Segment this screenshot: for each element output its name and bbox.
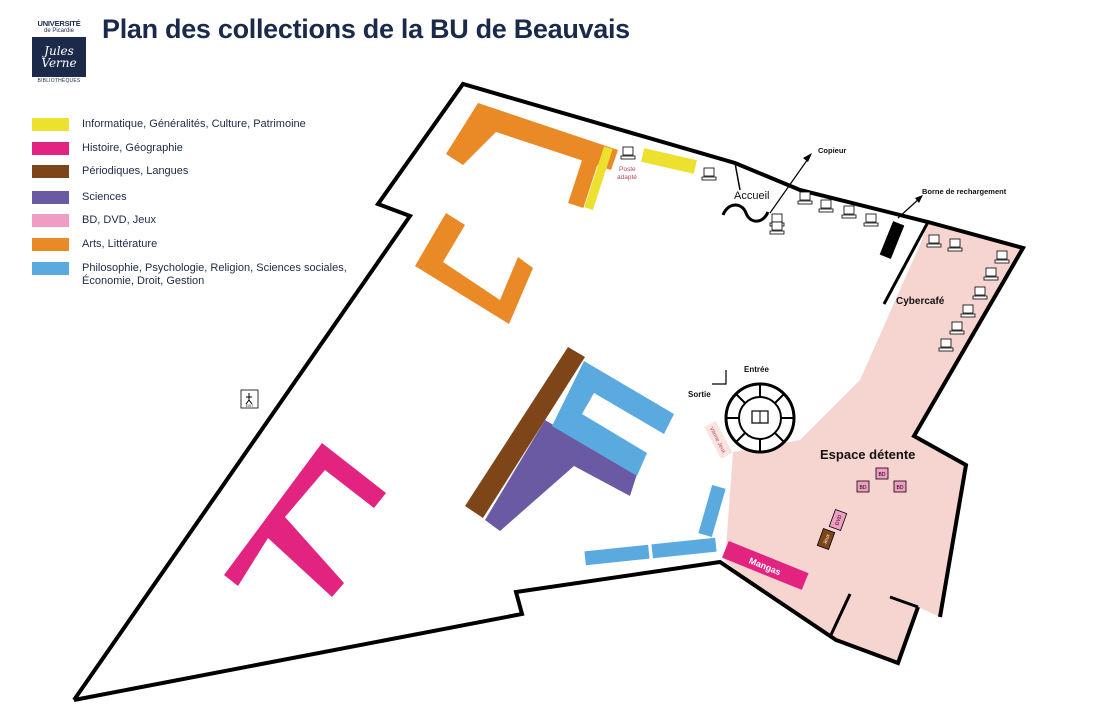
entree-label: Entrée bbox=[744, 365, 769, 374]
entrance-turnstile bbox=[724, 382, 796, 454]
computer-icon bbox=[863, 213, 879, 227]
legend-swatch bbox=[32, 262, 69, 275]
legend-label: Philosophie, Psychologie, Religion, Scie… bbox=[82, 262, 347, 287]
legend-swatch bbox=[32, 165, 69, 178]
bd-box-2: BD bbox=[856, 480, 870, 493]
shelf-philosophie-1 bbox=[552, 361, 674, 476]
computer-icon bbox=[841, 205, 857, 219]
bd-box-3: BD bbox=[893, 480, 907, 493]
wall-stub bbox=[828, 593, 852, 638]
logo-signature: Jules Verne bbox=[32, 37, 86, 77]
svg-text:BD: BD bbox=[860, 485, 867, 491]
cybercafe-wall bbox=[882, 221, 930, 305]
shelf-histoire bbox=[224, 443, 386, 597]
shelf-philosophie-2 bbox=[698, 485, 726, 537]
shelf-sciences bbox=[485, 420, 637, 531]
shelf-periodiques bbox=[465, 347, 585, 518]
computer-icon bbox=[938, 338, 954, 352]
accueil-desk bbox=[721, 203, 770, 223]
copieur-arrow bbox=[769, 155, 811, 214]
legend-swatch bbox=[32, 238, 69, 251]
borne-arrowhead bbox=[915, 195, 923, 203]
legend-swatch bbox=[32, 214, 69, 227]
computer-icon bbox=[949, 321, 965, 335]
legend-swatch bbox=[32, 191, 69, 204]
poste-label: Poste bbox=[619, 166, 636, 173]
svg-text:DVD: DVD bbox=[834, 514, 843, 526]
svg-text:BD: BD bbox=[879, 472, 886, 478]
svg-text:Jeux: Jeux bbox=[822, 533, 831, 545]
computer-icon bbox=[797, 191, 813, 205]
emergency-exit-icon: EXIT bbox=[240, 389, 259, 409]
legend-swatch bbox=[32, 142, 69, 155]
computer-icon bbox=[620, 146, 636, 160]
legend-label: Informatique, Généralités, Culture, Patr… bbox=[82, 118, 306, 130]
south-wall bbox=[73, 559, 920, 702]
shelf-informatique-1 bbox=[584, 146, 613, 210]
svg-text:BD: BD bbox=[897, 485, 904, 491]
accueil-wall bbox=[734, 162, 741, 191]
wall-stub bbox=[889, 595, 919, 609]
computer-icon bbox=[947, 238, 963, 252]
dvd-box: DVD bbox=[828, 508, 848, 532]
jeux-box: Jeux bbox=[816, 527, 836, 551]
relax-zone bbox=[725, 222, 1023, 663]
charging-station bbox=[879, 221, 905, 259]
university-logo: UNIVERSITÉ de Picardie Jules Verne BIBLI… bbox=[32, 20, 86, 86]
copieur-arrowhead bbox=[803, 153, 812, 162]
shelf-arts-3 bbox=[415, 213, 533, 324]
espace-detente-label: Espace détente bbox=[820, 447, 915, 462]
computer-icon bbox=[994, 250, 1010, 264]
computer-icon bbox=[972, 286, 988, 300]
sortie-label: Sortie bbox=[688, 390, 711, 399]
workstations bbox=[620, 146, 1010, 352]
computer-icon bbox=[769, 221, 785, 235]
copieur-label: Copieur bbox=[818, 146, 846, 155]
svg-text:EXIT: EXIT bbox=[246, 404, 255, 408]
legend-label: Sciences bbox=[82, 191, 127, 203]
adapte-label: adapté bbox=[617, 174, 637, 181]
cybercafe-label: Cybercafé bbox=[896, 296, 945, 307]
legend-label: Périodiques, Langues bbox=[82, 165, 189, 177]
computer-icon bbox=[701, 167, 717, 181]
computer-icon bbox=[818, 199, 834, 213]
legend-label: BD, DVD, Jeux bbox=[82, 214, 156, 226]
exit-gate bbox=[712, 370, 727, 385]
shelf-philosophie-4 bbox=[651, 537, 717, 559]
shelf-arts-2 bbox=[568, 145, 602, 209]
computer-icon bbox=[926, 234, 942, 248]
building-outline bbox=[72, 81, 1027, 702]
shelf-philosophie-3 bbox=[584, 544, 650, 566]
computer-icon bbox=[960, 304, 976, 318]
legend-label: Histoire, Géographie bbox=[82, 142, 183, 154]
logo-bibliotheques-text: BIBLIOTHÈQUES bbox=[37, 78, 81, 84]
borne-arrow bbox=[897, 197, 921, 219]
page-title: Plan des collections de la BU de Beauvai… bbox=[102, 14, 630, 44]
legend-label: Arts, Littérature bbox=[82, 238, 158, 250]
computer-icon bbox=[983, 267, 999, 281]
shelf-informatique-2 bbox=[641, 148, 697, 174]
accueil-label: Accueil bbox=[734, 190, 769, 202]
logo-university-text: UNIVERSITÉ bbox=[37, 19, 81, 28]
unused-2 bbox=[74, 596, 520, 700]
borne-label: Borne de rechargement bbox=[922, 187, 1007, 196]
logo-picardie-text: de Picardie bbox=[43, 28, 75, 34]
shelf-arts-1 bbox=[446, 103, 618, 170]
legend-swatch bbox=[32, 118, 69, 131]
bd-box-1: BD bbox=[875, 467, 889, 480]
